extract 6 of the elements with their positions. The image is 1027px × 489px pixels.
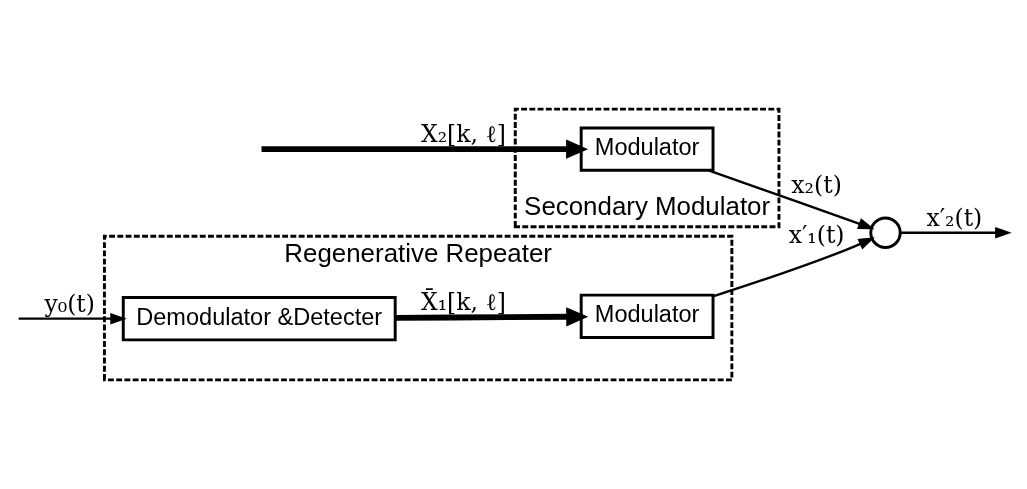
edge-label: x′₁(t) — [788, 221, 845, 250]
edge-label: y₀(t) — [44, 289, 95, 318]
edge-label: x′₂(t) — [926, 203, 983, 232]
edge-label: X₂[k, ℓ] — [420, 120, 506, 149]
edge-label: x₂(t) — [791, 170, 842, 199]
edge-label: X̄₁[k, ℓ] — [420, 288, 506, 317]
